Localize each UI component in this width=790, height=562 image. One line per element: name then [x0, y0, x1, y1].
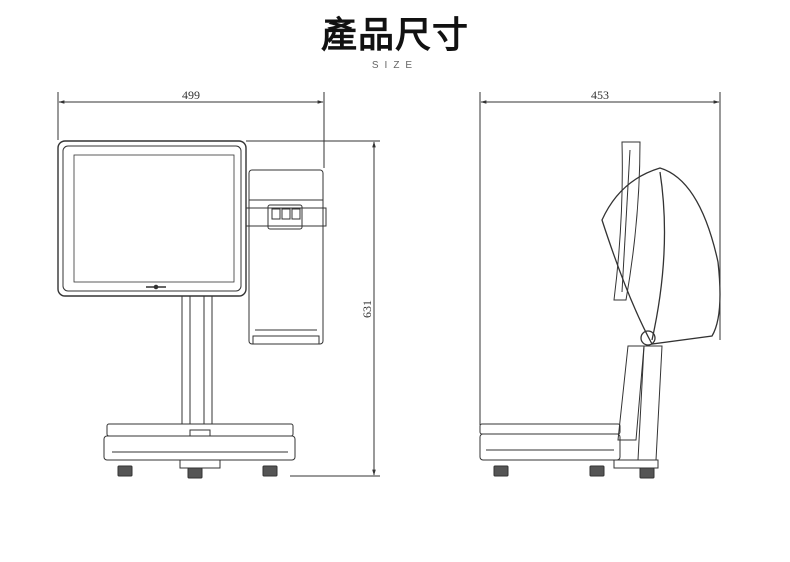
side-pole	[617, 345, 663, 461]
front-printer-unit	[245, 169, 327, 345]
side-base	[479, 423, 659, 469]
front-view: 499 631	[57, 88, 380, 479]
side-feet	[493, 465, 655, 479]
front-width-label: 499	[182, 88, 200, 102]
side-depth-label: 453	[591, 88, 609, 102]
page-title: 產品尺寸	[320, 15, 469, 56]
side-depth-dimension: 453	[479, 88, 721, 425]
side-monitor	[613, 141, 641, 301]
front-height-dimension: 631	[246, 140, 380, 477]
side-view: 453	[479, 88, 721, 479]
front-monitor	[57, 140, 247, 297]
front-pole	[181, 295, 213, 425]
page-subtitle: SIZE	[371, 60, 419, 71]
front-feet	[117, 465, 278, 479]
side-printer-housing	[601, 167, 721, 346]
front-base	[103, 423, 296, 469]
front-width-dimension: 499	[57, 88, 325, 168]
front-height-label: 631	[360, 300, 374, 318]
